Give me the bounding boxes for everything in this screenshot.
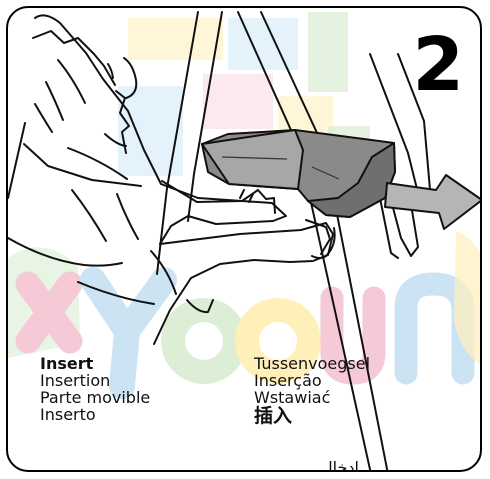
label-french: Insertion: [40, 371, 111, 390]
label-polish: Wstawiać: [254, 388, 331, 407]
insertion-illustration: [8, 11, 480, 470]
label-dutch: Tussenvoegsel: [254, 354, 371, 373]
step-number: 2: [412, 22, 465, 108]
watermark-logo: [8, 12, 480, 399]
labels-right-column: Tussenvoegsel Inserção Wstawiać 插入: [254, 355, 370, 426]
instruction-panel: 2 Insert Insertion Parte movible Inserto…: [6, 6, 482, 472]
label-english: Insert: [40, 354, 94, 373]
label-portuguese: Inserção: [254, 371, 322, 390]
label-italian: Inserto: [40, 405, 96, 424]
label-arabic: إدخال: [321, 458, 359, 472]
label-chinese: 插入: [254, 405, 293, 427]
labels-left-column: Insert Insertion Parte movible Inserto: [40, 355, 150, 423]
label-spanish: Parte movible: [40, 388, 151, 407]
